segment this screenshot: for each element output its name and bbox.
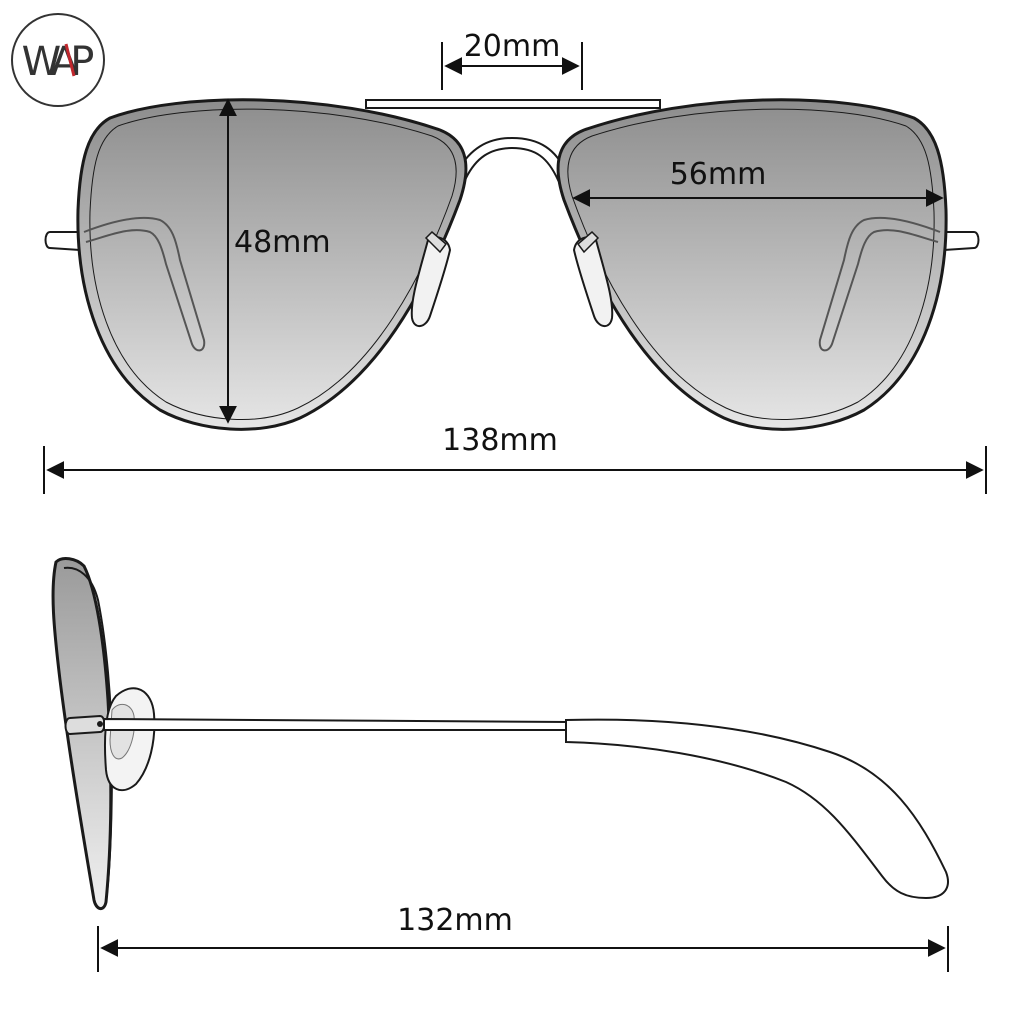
left-hinge	[44, 231, 81, 251]
top-bar	[365, 99, 661, 109]
temple-length-dimension: 132mm	[97, 903, 949, 972]
ear-piece	[565, 718, 949, 900]
total-width-label: 138mm	[442, 423, 558, 458]
lens-width-dimension: 56mm	[572, 157, 944, 207]
side-hinge	[64, 714, 106, 736]
brand-logo: WAP	[11, 13, 105, 107]
logo-text-suffix: P	[70, 39, 94, 85]
right-temple-through-lens	[818, 216, 941, 352]
left-nose-pad-arm	[424, 230, 448, 254]
lens-width-label: 56mm	[670, 157, 767, 192]
side-view	[51, 557, 949, 910]
side-nose-pad-inner	[109, 703, 135, 760]
right-nose-pad-arm	[576, 230, 600, 254]
logo-accent-stroke	[64, 43, 76, 77]
bridge-arch	[456, 136, 568, 182]
right-hinge	[943, 231, 980, 251]
side-lens-frame	[63, 566, 114, 903]
total-width-dimension: 138mm	[43, 423, 987, 494]
lens-height-dimension: 48mm	[219, 98, 331, 424]
hinge-screw	[97, 721, 103, 727]
temple-length-label: 132mm	[397, 903, 513, 938]
left-lens	[76, 98, 468, 431]
left-lens-inner-rim	[89, 108, 457, 420]
left-temple-through-lens	[83, 216, 206, 352]
logo-circle	[11, 13, 105, 107]
front-view	[44, 98, 980, 431]
bridge-width-label: 20mm	[464, 29, 561, 64]
right-nose-pad	[572, 236, 614, 327]
lens-height-label: 48mm	[234, 225, 331, 260]
right-lens	[556, 98, 948, 431]
bridge-dimension: 20mm	[441, 29, 583, 90]
right-lens-inner-rim	[567, 108, 935, 420]
logo-text: WAP	[22, 39, 95, 85]
temple-arm	[103, 717, 569, 731]
left-nose-pad	[410, 236, 452, 327]
